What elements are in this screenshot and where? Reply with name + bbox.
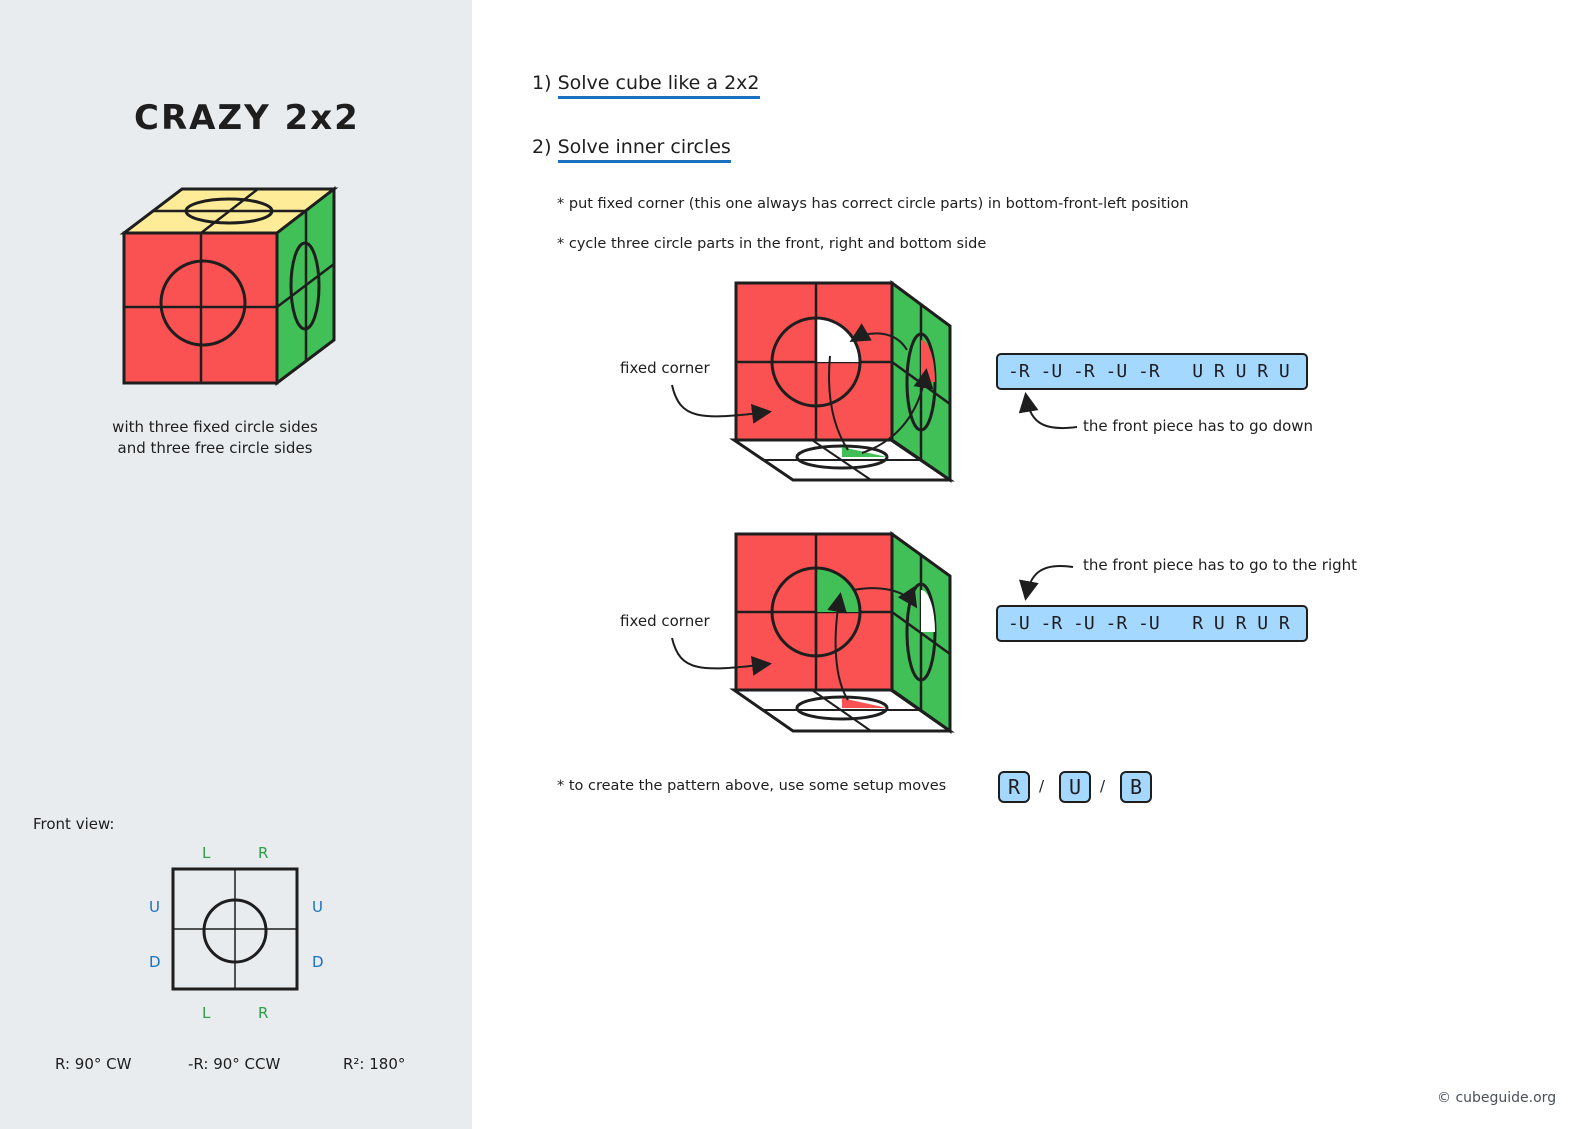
front-view-bottom-right: R [258,1004,269,1022]
front-view-right-up: U [312,898,323,916]
step-1-number: 1) [532,72,552,94]
bullet-cycle-parts: * cycle three circle parts in the front,… [557,236,987,252]
separator: / [1039,777,1045,795]
footer-credit: © cubeguide.org [1437,1090,1557,1106]
step-1-title: Solve cube like a 2x2 [557,72,760,99]
algorithm-box-1: -R -U -R -U -R U R U R U [996,353,1308,390]
algorithm-box-2: -U -R -U -R -U R U R U R [996,605,1308,642]
step-1-heading: 1) Solve cube like a 2x2 [532,72,760,99]
fixed-corner-label-2: fixed corner [620,612,710,630]
front-view-diagram [171,867,299,991]
front-view-top-left: L [202,844,211,862]
legend-item: -R: 90° CCW [188,1055,281,1073]
setup-move-u: U [1059,771,1091,803]
note-front-right: the front piece has to go to the right [1083,556,1358,574]
front-view-top-right: R [258,844,269,862]
step-2-heading: 2) Solve inner circles [532,136,731,163]
legend-item: R²: 180° [343,1055,406,1073]
legend-item: R: 90° CW [55,1055,132,1073]
page-title: CRAZY 2x2 [134,98,360,138]
step-2-number: 2) [532,136,552,158]
front-view-right-down: D [312,953,324,971]
subtitle: with three fixed circle sides and three … [60,417,370,459]
separator: / [1100,777,1106,795]
front-view-left-up: U [149,898,160,916]
front-view-left-down: D [149,953,161,971]
hero-cube-illustration [119,185,339,387]
setup-move-r: R [998,771,1030,803]
fixed-corner-label-1: fixed corner [620,359,710,377]
note-front-down: the front piece has to go down [1083,417,1314,435]
subtitle-line-1: with three fixed circle sides [112,418,318,436]
setup-move-b: B [1120,771,1152,803]
subtitle-line-2: and three free circle sides [117,439,313,457]
front-view-bottom-left: L [202,1004,211,1022]
front-view-label: Front view: [33,815,115,833]
bullet-setup-moves: * to create the pattern above, use some … [557,778,947,794]
step-2-title: Solve inner circles [557,136,731,163]
bullet-fixed-corner: * put fixed corner (this one always has … [557,196,1189,212]
